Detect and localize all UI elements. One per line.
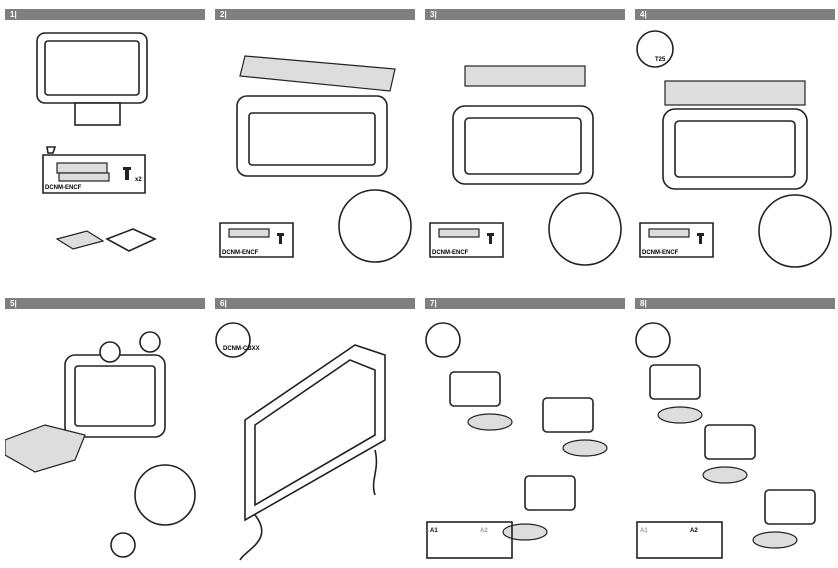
option-a1-label: A1 [640,528,648,534]
display-unit [649,364,701,400]
detail-magnifier [758,194,832,268]
tool-label: T25 [655,57,666,63]
discussion-device [467,413,513,431]
manual-icon [55,230,105,250]
display-unit [64,354,166,438]
kit-box: DCNM-ENCF x2 [42,146,146,194]
step-header: 4| [635,9,835,20]
display-unit [542,397,594,433]
cable-callout [425,322,461,358]
step-8-panel: 8| A1 A2 [635,298,835,568]
step-7-illustration: A1 A2 [425,322,608,559]
tool-callout [636,30,674,68]
link-icon [110,532,136,558]
discussion-device [502,523,548,541]
step-4-illustration: T25 DCNM-ENCF [636,30,832,268]
step-header: 3| [425,9,625,20]
display-unit [449,371,501,407]
discussion-device [752,531,798,549]
cable-callout [215,322,251,358]
display-unit [36,32,148,104]
kit-box: DCNM-ENCF [219,222,294,258]
kit-label: DCNM-ENCF [222,250,259,256]
step-header: 1| [5,9,205,20]
camera-icon [99,341,121,363]
step-header: 8| [635,298,835,309]
step-header: 6| [215,298,415,309]
detail-magnifier [338,189,412,263]
kit-label: DCNM-ENCF [45,185,82,191]
kit-box: DCNM-ENCF [639,222,714,258]
step-5-panel: 5| [5,298,205,568]
option-a2-label: A2 [480,528,488,534]
step-1-illustration: DCNM-ENCF x2 [36,32,157,252]
bracket-part [464,65,586,87]
cable [239,514,263,561]
cable [372,449,378,496]
display-unit [244,344,386,522]
step-3-panel: 3| DCNM-ENCF [425,9,625,279]
option-box: A1 A2 [636,521,723,559]
display-unit [236,95,388,177]
detail-magnifier [134,464,196,526]
step-6-panel: 6| DCNM-CBXX [215,298,415,568]
display-unit [704,424,756,460]
display-unit [524,475,576,511]
screw-icon [697,233,704,244]
box-icon [105,228,157,252]
discussion-device [562,439,608,457]
kit-box: DCNM-ENCF [429,222,504,258]
kit-label: DCNM-ENCF [432,250,469,256]
display-unit [452,105,594,185]
option-a2-label: A2 [690,528,698,534]
svg-text:x2: x2 [135,177,142,183]
step-4-panel: 4| T25 DCNM-ENCF [635,9,835,279]
display-unit [764,489,816,525]
screw-icon [277,233,284,244]
cable-label: DCNM-CBXX [223,346,260,352]
kit-label: DCNM-ENCF [642,250,679,256]
display-screen [44,40,140,96]
step-7-panel: 7| A1 A2 [425,298,625,568]
bracket-part [664,80,806,106]
bracket-part [56,162,108,174]
screw-icon [487,233,494,244]
step-8-illustration: A1 A2 [635,322,816,559]
step-header: 2| [215,9,415,20]
step-header: 7| [425,298,625,309]
discussion-device [5,424,86,473]
step-5-illustration [5,331,196,558]
cart-icon [46,146,57,154]
step-2-panel: 2| DCNM-ENCF [215,9,415,279]
option-box: A1 A2 [426,521,513,559]
display-unit [662,108,808,190]
step-2-illustration: DCNM-ENCF [219,55,412,263]
bracket-part [239,55,396,92]
step-6-illustration: DCNM-CBXX [215,322,386,561]
link-icon [139,331,161,353]
screw-icon [123,167,131,180]
step-3-illustration: DCNM-ENCF [429,65,622,266]
discussion-device [657,406,703,424]
display-stand [74,102,121,126]
cable-callout [635,322,671,358]
discussion-device [702,466,748,484]
step-1-panel: 1| DCNM-ENCF x2 [5,9,205,279]
option-a1-label: A1 [430,528,438,534]
step-header: 5| [5,298,205,309]
detail-magnifier [548,192,622,266]
